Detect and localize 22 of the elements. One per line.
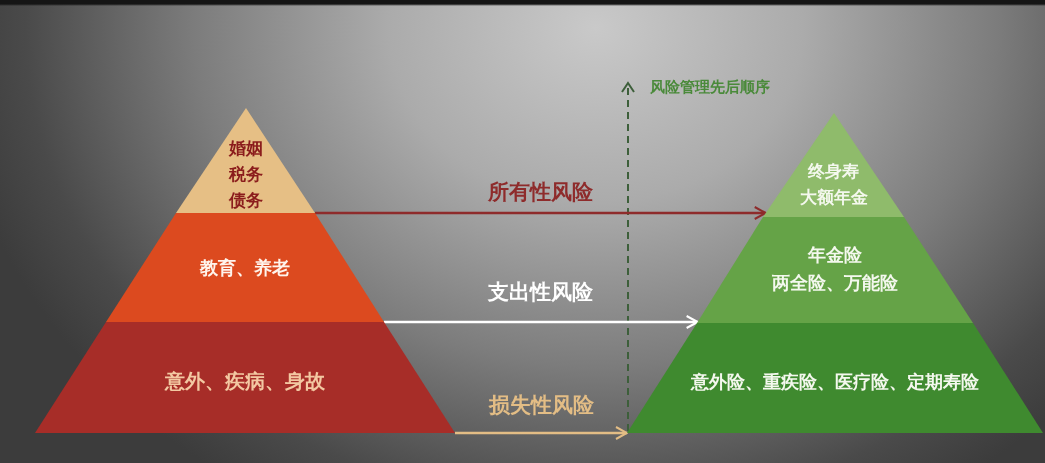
- tier-label: 婚姻: [228, 137, 263, 160]
- direction-label: 风险管理先后顺序: [650, 77, 770, 97]
- pyramid-tier: [35, 322, 455, 433]
- tier-label: 大额年金: [799, 186, 868, 209]
- edge-label: 所有性风险: [487, 179, 593, 206]
- tier-label: 意外、疾病、身故: [165, 368, 325, 394]
- tier-label: 税务: [228, 163, 263, 186]
- edge-label: 支出性风险: [488, 279, 594, 306]
- tier-label: 教育、养老: [200, 256, 290, 280]
- pyramid-tier: [106, 213, 384, 322]
- tier-label: 两全险、万能险: [772, 271, 898, 295]
- tier-label: 意外险、重疾险、医疗险、定期寿险: [691, 370, 979, 394]
- arrow: [315, 206, 767, 220]
- tier-label: 债务: [228, 189, 263, 212]
- pyramid-tier: [697, 217, 973, 323]
- pyramid-tier: [763, 113, 904, 217]
- arrow: [384, 315, 699, 329]
- arrow: [455, 426, 628, 440]
- tier-label: 终身寿: [808, 160, 859, 183]
- pyramid-tier: [627, 323, 1043, 433]
- edge-label: 损失性风险: [488, 392, 594, 419]
- tier-label: 年金险: [808, 243, 862, 267]
